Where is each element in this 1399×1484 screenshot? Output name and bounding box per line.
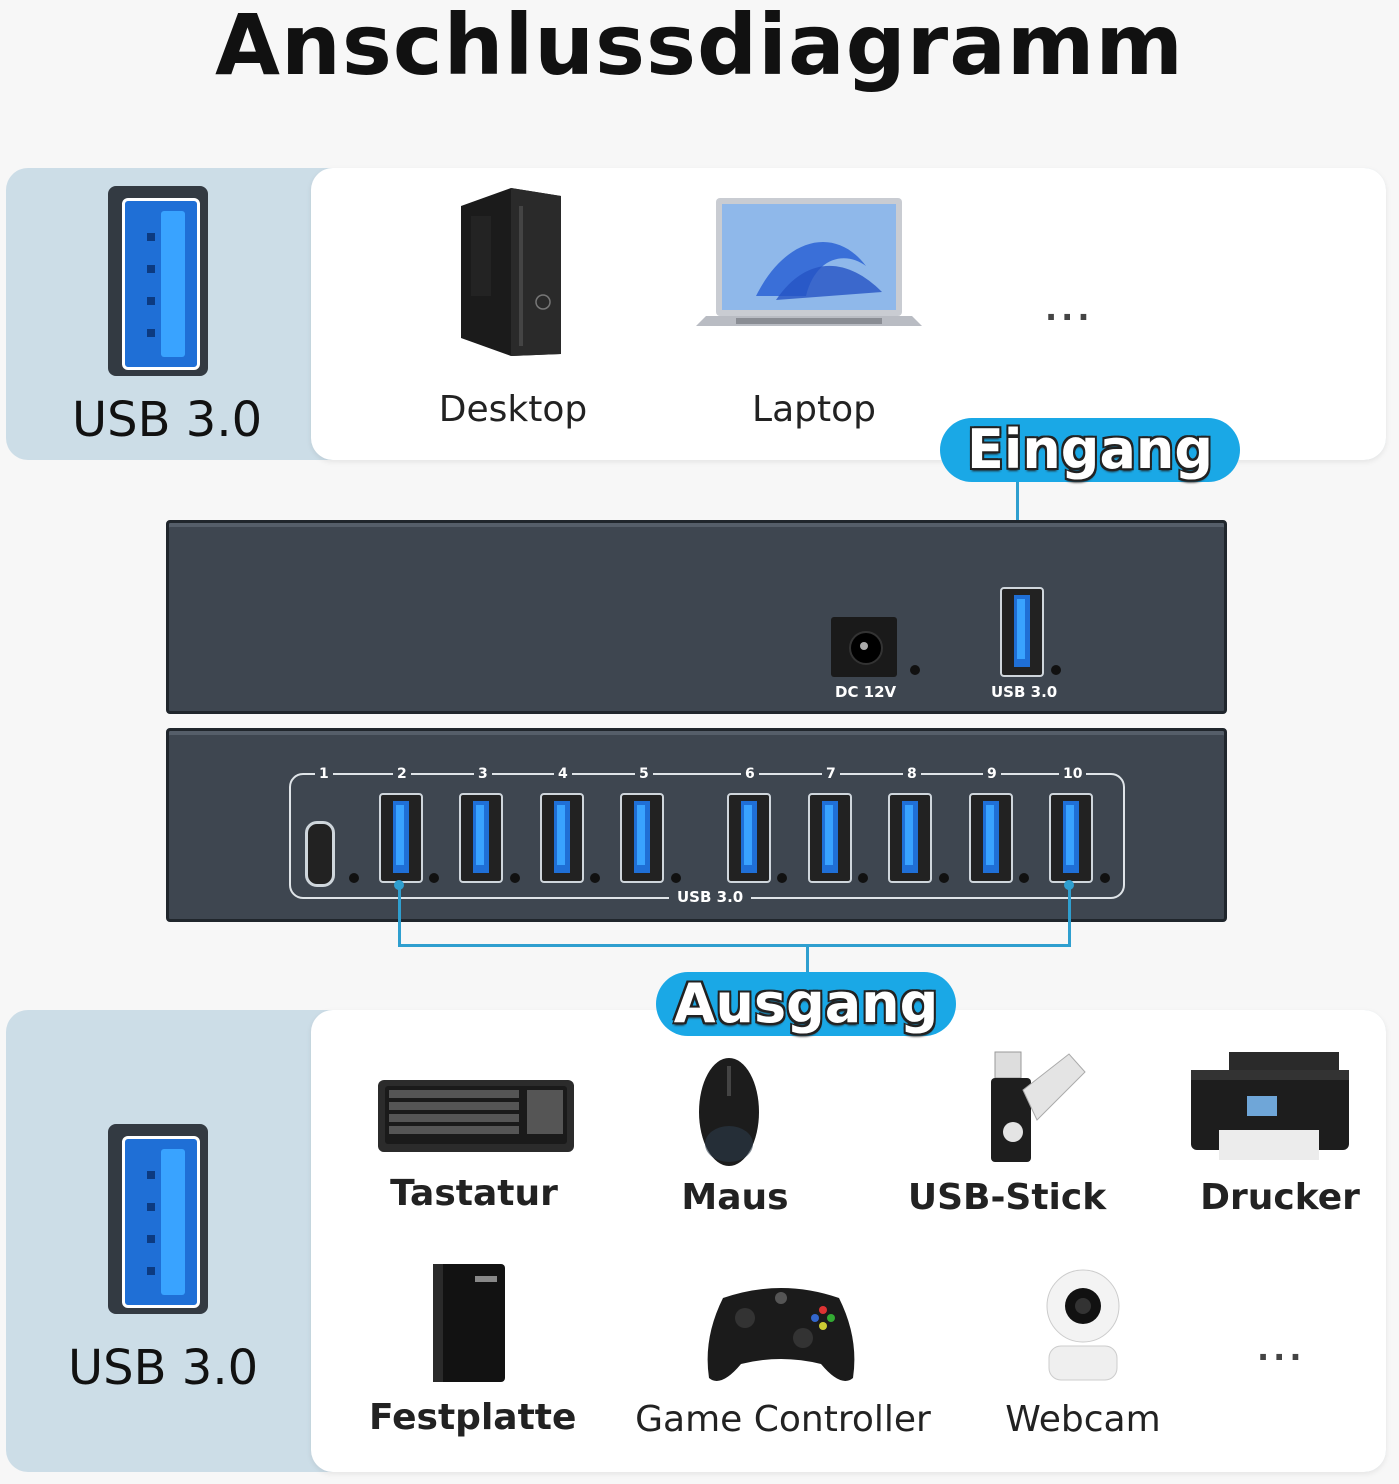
output-usb-port — [379, 793, 423, 883]
more-devices-ellipsis: ... — [1045, 290, 1094, 328]
usb-stick-icon — [991, 1051, 1086, 1162]
port-number: 3 — [474, 766, 492, 782]
input-devices-panel: USB 3.0 Desktop Laptop ... — [6, 168, 1386, 460]
dc-label: DC 12V — [835, 683, 897, 701]
device-label-drucker: Drucker — [1200, 1177, 1360, 1218]
port-led — [590, 873, 600, 883]
port-number: 10 — [1059, 766, 1087, 782]
input-port-label: USB 3.0 — [991, 683, 1058, 701]
usb-c-port — [305, 821, 335, 887]
usb-port-icon — [108, 1124, 208, 1314]
output-usb-port — [1049, 793, 1093, 883]
device-label-usb-stick: USB-Stick — [907, 1177, 1107, 1218]
port-number: 6 — [741, 766, 759, 782]
output-usb-port — [888, 793, 932, 883]
port-number: 8 — [903, 766, 921, 782]
device-label-tastatur: Tastatur — [390, 1173, 558, 1214]
more-devices-ellipsis: ... — [1257, 1330, 1306, 1368]
dc-jack-icon — [831, 617, 897, 677]
output-usb-port — [459, 793, 503, 883]
device-label-desktop: Desktop — [438, 389, 588, 430]
page-title: Anschlussdiagramm — [215, 0, 1184, 94]
printer-icon — [1191, 1052, 1349, 1160]
port-led — [1100, 873, 1110, 883]
output-connector-dot — [1064, 880, 1074, 890]
output-usb-port — [808, 793, 852, 883]
input-usb-port — [1000, 587, 1044, 677]
output-devices-card: Tastatur Maus USB-Stick Drucker — [311, 1010, 1386, 1472]
port-led — [777, 873, 787, 883]
output-ports-label: USB 3.0 — [669, 888, 752, 906]
hard-drive-icon — [433, 1264, 505, 1382]
output-connector-dot — [394, 880, 404, 890]
port-number: 1 — [315, 766, 333, 782]
output-connector-line — [806, 944, 809, 974]
game-controller-icon — [707, 1288, 855, 1381]
desktop-tower-icon — [461, 188, 561, 356]
input-pill: Eingang — [940, 418, 1240, 482]
output-devices-panel: USB 3.0 Tastatur Maus USB-Stick — [6, 1010, 1386, 1472]
output-connector-line — [398, 882, 401, 946]
port-led — [349, 873, 359, 883]
port-number: 2 — [393, 766, 411, 782]
output-connector-line — [1068, 882, 1071, 946]
device-label-festplatte: Festplatte — [369, 1397, 577, 1438]
output-usb-port — [969, 793, 1013, 883]
output-usb-port — [620, 793, 664, 883]
output-usb-port — [727, 793, 771, 883]
output-connector-line — [398, 944, 1071, 947]
port-number: 4 — [554, 766, 572, 782]
input-usb-label: USB 3.0 — [72, 392, 263, 448]
port-led — [429, 873, 439, 883]
input-devices-card: Desktop Laptop ... — [311, 168, 1386, 460]
port-number: 7 — [822, 766, 840, 782]
input-port-led — [1051, 665, 1061, 675]
port-number: 9 — [983, 766, 1001, 782]
port-led — [671, 873, 681, 883]
device-label-laptop: Laptop — [752, 389, 876, 430]
output-usb-label: USB 3.0 — [68, 1340, 259, 1396]
power-led — [910, 665, 920, 675]
port-led — [939, 873, 949, 883]
device-label-webcam: Webcam — [1005, 1399, 1161, 1440]
device-label-maus: Maus — [681, 1177, 789, 1218]
port-number: 5 — [635, 766, 653, 782]
laptop-icon — [696, 198, 922, 326]
output-pill: Ausgang — [656, 972, 956, 1036]
hub-rear-panel: DC 12V USB 3.0 — [166, 520, 1227, 714]
output-usb-port — [540, 793, 584, 883]
usb-port-icon — [108, 186, 208, 376]
port-led — [510, 873, 520, 883]
hub-front-panel: 1 2 3 4 5 6 7 8 9 10 USB 3.0 — [166, 728, 1227, 922]
port-led — [858, 873, 868, 883]
device-label-game-controller: Game Controller — [635, 1399, 931, 1440]
mouse-icon — [699, 1058, 759, 1166]
keyboard-icon — [378, 1080, 574, 1152]
port-led — [1019, 873, 1029, 883]
webcam-icon — [1046, 1269, 1120, 1381]
